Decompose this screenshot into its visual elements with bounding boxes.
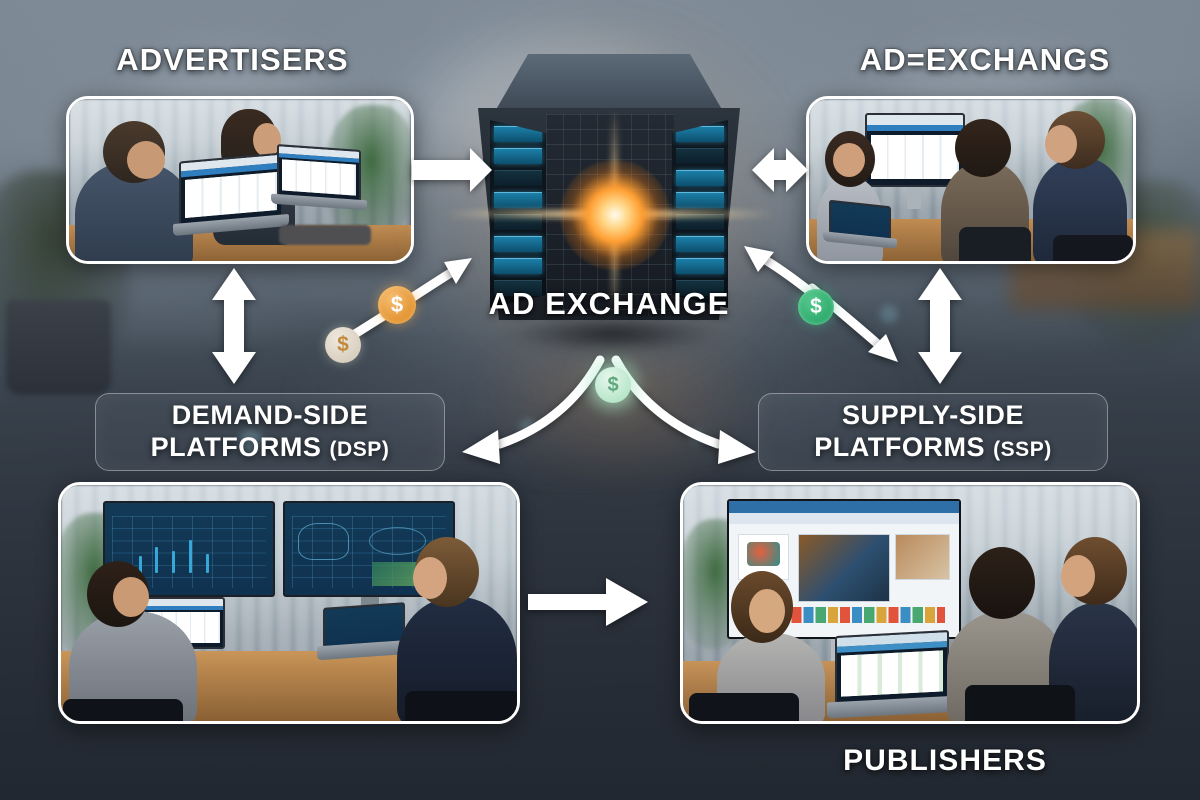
arrow-advertisers-to-exchange (412, 148, 492, 192)
scene-chair (1053, 235, 1133, 261)
ui-topbar (867, 115, 963, 125)
ui-wireframe-shape (369, 526, 427, 555)
panel-publishers-photo[interactable] (680, 482, 1140, 724)
panel-advertisers-photo[interactable] (66, 96, 414, 264)
scene-desk-object (279, 225, 371, 245)
bokeh-dot (240, 430, 262, 452)
photo-scene (69, 99, 411, 261)
scene-person-face (1061, 555, 1095, 597)
label-publishers: PUBLISHERS (843, 744, 1047, 777)
box-ssp-line1: SUPPLY-SIDE (841, 400, 1024, 431)
box-dsp-text: DEMAND-SIDE PLATFORMS (DSP) (151, 400, 390, 464)
coin-mint-icon[interactable]: $ (595, 367, 631, 403)
scene-person-face (413, 557, 447, 599)
scene-chair (63, 699, 183, 721)
ad-exchange-cube[interactable] (398, 0, 818, 398)
scene-person-face (113, 577, 149, 617)
coin-green-icon[interactable]: $ (798, 289, 834, 325)
scene-monitor-screen (283, 501, 455, 597)
box-dsp-line1: DEMAND-SIDE (171, 400, 369, 431)
ui-bar (155, 547, 159, 573)
photo-scene (61, 485, 517, 721)
ui-side-image (894, 533, 950, 580)
core-energy-flare (560, 160, 670, 270)
scene-person-head (969, 547, 1035, 619)
background-pot-left-icon (6, 300, 111, 395)
coin-pale-icon[interactable]: $ (325, 327, 361, 363)
arrow-dsp-to-publishers (528, 578, 648, 626)
scene-chair (405, 691, 517, 721)
ui-accent-bar (145, 605, 223, 611)
panel-dsp-photo[interactable] (58, 482, 520, 724)
box-ssp-text: SUPPLY-SIDE PLATFORMS (SSP) (814, 400, 1052, 464)
scene-chair (689, 693, 799, 721)
ui-topbar (145, 599, 223, 606)
label-ad-exchanges: AD=EXCHANGS (859, 42, 1111, 77)
scene-person-face (253, 123, 281, 157)
scene-monitor-screen (865, 113, 965, 187)
scene-screen-ui (867, 115, 963, 185)
coin-gold-icon[interactable]: $ (378, 286, 416, 324)
ui-content-tiles (870, 134, 960, 180)
label-ad-exchange-center: AD EXCHANGE (488, 286, 730, 321)
scene-person-face (749, 589, 785, 633)
panel-ad-exchanges-photo[interactable] (806, 96, 1136, 264)
ui-browser-chrome (729, 501, 959, 514)
photo-scene (809, 99, 1133, 261)
arrow-exchange-branch-left (462, 355, 605, 464)
ui-bar (138, 556, 142, 573)
box-demand-side-platforms[interactable]: DEMAND-SIDE PLATFORMS (DSP) (95, 393, 445, 471)
box-ssp-abbr: (SSP) (993, 438, 1052, 461)
scene-chair (965, 685, 1075, 721)
bokeh-dot (880, 305, 898, 323)
ui-accent-bar (867, 124, 963, 132)
arrow-advertisers-to-dsp (212, 268, 256, 384)
ui-bar (205, 553, 209, 573)
ui-hero-image (798, 533, 890, 602)
scene-person-head (955, 119, 1011, 177)
ui-bar (189, 539, 192, 573)
box-dsp-line2: PLATFORMS (150, 432, 322, 462)
ui-browser-toolbar (729, 513, 959, 525)
scene-monitor-stand (907, 187, 921, 209)
arrow-exchange-to-ad-exchanges (752, 148, 808, 192)
arrow-ssp-to-exchange-curve (744, 246, 813, 295)
box-ssp-line2: PLATFORMS (814, 432, 986, 462)
box-dsp-abbr: (DSP) (329, 438, 390, 461)
label-advertisers: ADVERTISERS (116, 42, 349, 77)
arrow-ad-exchanges-to-ssp (918, 268, 962, 384)
ui-bar (172, 550, 176, 573)
scene-chair (959, 227, 1031, 261)
scene-person-face (127, 141, 165, 179)
cube-shadow (508, 316, 718, 352)
ui-ad-strip (742, 607, 946, 624)
ui-thumbnail (747, 541, 780, 567)
box-supply-side-platforms[interactable]: SUPPLY-SIDE PLATFORMS (SSP) (758, 393, 1108, 471)
scene-person-face (1045, 125, 1077, 163)
scene-person-face (833, 143, 865, 177)
photo-scene (683, 485, 1137, 721)
ui-wireframe-shape (298, 523, 349, 561)
